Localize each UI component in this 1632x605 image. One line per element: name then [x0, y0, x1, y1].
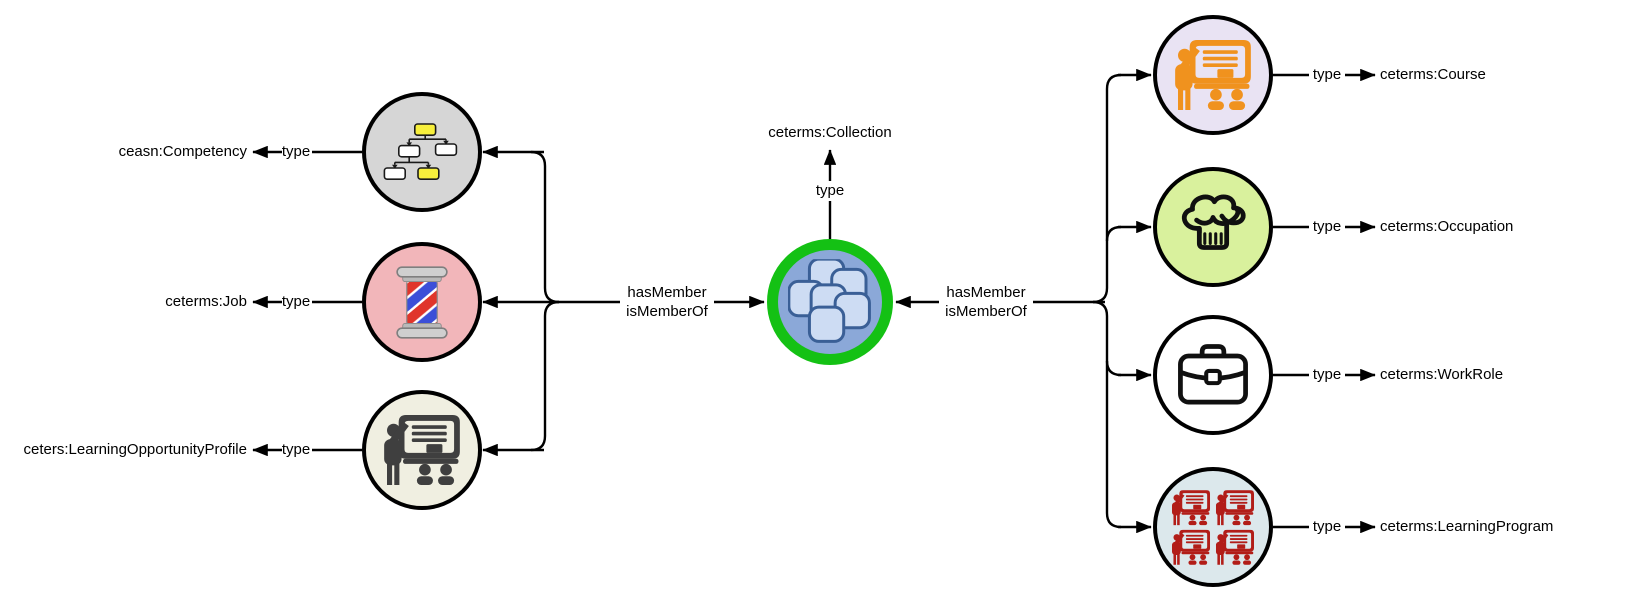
node-job [362, 242, 482, 362]
label-collection: ceterms:Collection [768, 124, 892, 141]
edge-word-type: type [281, 143, 311, 160]
label-competency: ceasn:Competency [118, 143, 247, 160]
label-learning-opportunity-profile: ceters:LearningOpportunityProfile [23, 441, 247, 458]
edge-word-is-member-of: isMemberOf [626, 303, 708, 320]
edge-word-type: type [1312, 366, 1342, 383]
edge-word-is-member-of: isMemberOf [945, 303, 1027, 320]
teacher-presentation-icon [1175, 40, 1251, 110]
label-learning-program: ceterms:LearningProgram [1380, 518, 1554, 535]
edge-word-has-member: hasMember [946, 284, 1026, 301]
left-type-edges [252, 145, 362, 457]
edge-word-type: type [806, 181, 854, 201]
edge-word-type: type [1312, 218, 1342, 235]
collection-cards-icon [788, 259, 872, 345]
node-learning-program [1153, 467, 1273, 587]
label-job: ceterms:Job [165, 293, 247, 310]
edge-word-has-member: hasMember [627, 284, 707, 301]
label-work-role: ceterms:WorkRole [1380, 366, 1504, 383]
edge-label-left-membership: hasMember isMemberOf [620, 283, 714, 321]
right-type-edges [1273, 68, 1376, 534]
briefcase-icon [1175, 341, 1251, 409]
edge-word-type: type [1312, 518, 1342, 535]
chef-hat-icon [1172, 190, 1254, 264]
edge-word-type: type [281, 441, 311, 458]
node-occupation [1153, 167, 1273, 287]
edge-word-type: type [1312, 66, 1342, 83]
edge-label-right-membership: hasMember isMemberOf [939, 283, 1033, 321]
edge-word-type: type [281, 293, 311, 310]
label-course: ceterms:Course [1380, 66, 1486, 83]
node-work-role [1153, 315, 1273, 435]
teacher-presentation-icon [384, 415, 460, 485]
barber-pole-icon [393, 264, 451, 341]
node-learning-opportunity-profile [362, 390, 482, 510]
node-course [1153, 15, 1273, 135]
label-occupation: ceterms:Occupation [1380, 218, 1514, 235]
node-competency [362, 92, 482, 212]
classroom-grid-icon [1172, 489, 1254, 565]
node-collection [767, 239, 893, 365]
hierarchy-chart-icon [382, 120, 462, 184]
